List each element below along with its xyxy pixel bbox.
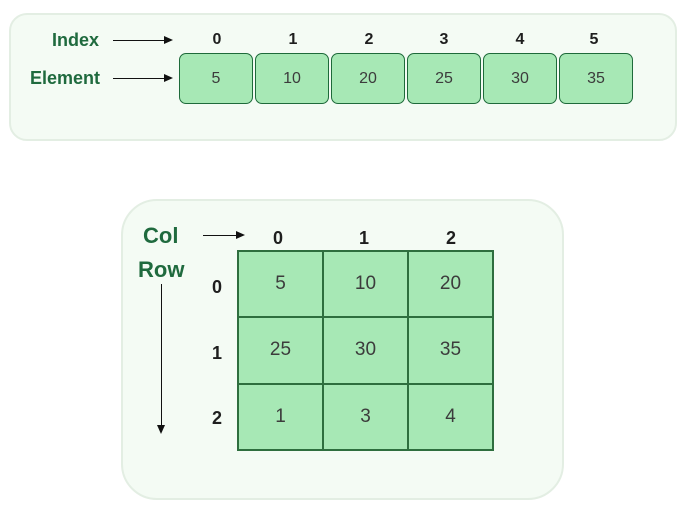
col-arrow-icon <box>203 231 245 239</box>
element-arrow-icon <box>113 74 173 82</box>
index-number: 5 <box>589 31 599 48</box>
row-index-number: 0 <box>211 277 222 297</box>
array-element-cell: 5 <box>179 53 253 104</box>
col-index-number: 2 <box>445 228 456 248</box>
array-element-cell: 35 <box>559 53 633 104</box>
index-label: Index <box>52 30 100 50</box>
row-label: Row <box>138 257 185 282</box>
index-number: 4 <box>515 31 525 48</box>
row-arrow-icon <box>157 284 165 434</box>
matrix-cell: 5 <box>238 251 323 318</box>
array-element-cell: 30 <box>483 53 557 104</box>
matrix-cell: 20 <box>408 251 493 318</box>
element-label: Element <box>30 68 101 88</box>
matrix-cell: 25 <box>238 317 323 384</box>
index-number: 1 <box>288 31 298 48</box>
index-number: 0 <box>212 31 222 48</box>
matrix-cell: 3 <box>323 383 408 450</box>
array-element-cell: 25 <box>407 53 481 104</box>
index-number: 2 <box>364 31 374 48</box>
array-element-cell: 20 <box>331 53 405 104</box>
col-index-number: 0 <box>272 228 283 248</box>
matrix-cell: 30 <box>323 317 408 384</box>
col-index-number: 1 <box>358 228 369 248</box>
matrix-cell: 4 <box>408 383 493 450</box>
matrix-cell: 10 <box>323 251 408 318</box>
index-arrow-icon <box>113 36 173 44</box>
row-index-number: 2 <box>211 408 222 428</box>
index-number: 3 <box>439 31 449 48</box>
array-element-cell: 10 <box>255 53 329 104</box>
col-label: Col <box>143 223 179 248</box>
matrix-cell: 35 <box>408 317 493 384</box>
row-index-number: 1 <box>211 343 222 363</box>
matrix-grid: 5 10 20 25 30 35 1 3 4 <box>237 250 494 451</box>
matrix-cell: 1 <box>238 383 323 450</box>
